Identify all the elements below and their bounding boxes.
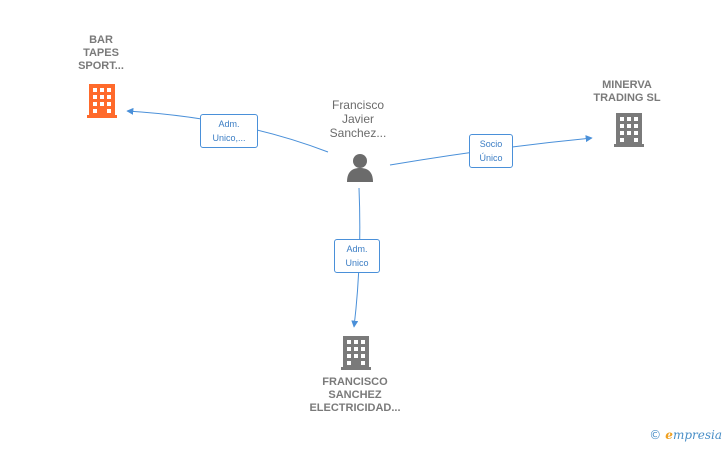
empresia-logo[interactable]: ©empresia: [649, 428, 722, 442]
person-icon[interactable]: [347, 154, 373, 182]
edge-label-bar: Adm. Unico,...: [200, 114, 258, 148]
brand-name: mpresia: [672, 428, 722, 442]
edge-label-francisco: Adm. Unico: [334, 239, 380, 273]
building-icon[interactable]: [87, 84, 117, 118]
company-label-francisco[interactable]: FRANCISCO SANCHEZ ELECTRICIDAD...: [309, 376, 401, 414]
copyright-symbol: ©: [649, 428, 662, 442]
edge-label-minerva: Socio Único: [469, 134, 513, 168]
person-label[interactable]: Francisco Javier Sanchez...: [329, 98, 387, 140]
building-icon[interactable]: [614, 113, 644, 147]
brand-initial: e: [665, 428, 673, 442]
company-label-bar[interactable]: BAR TAPES SPORT...: [78, 34, 124, 72]
company-label-minerva[interactable]: MINERVA TRADING SL: [593, 79, 661, 104]
building-icon[interactable]: [341, 336, 371, 370]
